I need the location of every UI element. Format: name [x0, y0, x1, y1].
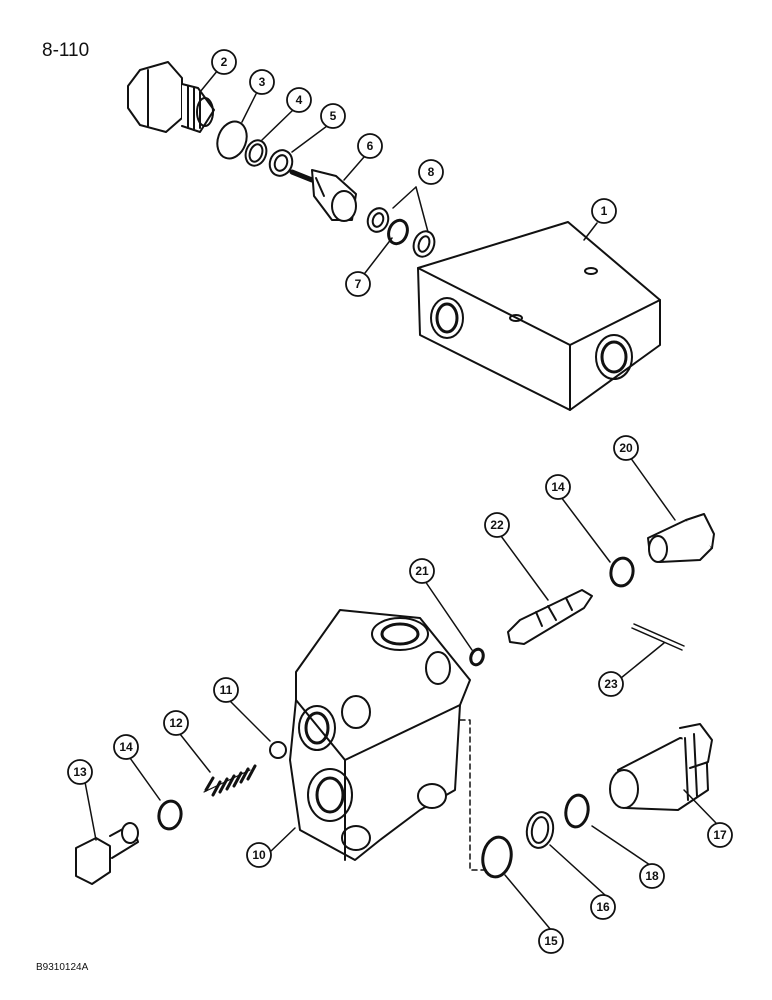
callout-13: 13 [73, 765, 87, 779]
callout-7: 7 [355, 277, 362, 291]
callout-circle-14-left [113, 734, 139, 760]
callout-circle-10 [246, 842, 272, 868]
part-11-ball [269, 741, 287, 759]
callout-circle-2 [211, 49, 237, 75]
part-8-ring-b [412, 230, 436, 258]
callout-circle-11 [213, 677, 239, 703]
callout-circle-13 [67, 759, 93, 785]
callout-circle-3 [249, 69, 275, 95]
callout-10: 10 [252, 848, 266, 862]
callout-circle-22 [484, 512, 510, 538]
callout-circle-12 [163, 710, 189, 736]
part-6-poppet [289, 169, 357, 222]
callout-6: 6 [367, 139, 374, 153]
figure-code: B9310124A [36, 962, 89, 973]
callout-circles [67, 49, 733, 954]
part-1-valve-block [417, 221, 661, 411]
callout-circle-16 [590, 894, 616, 920]
part-15-o-ring [481, 835, 513, 879]
callout-20: 20 [619, 441, 633, 455]
callout-16: 16 [596, 900, 610, 914]
callout-22: 22 [490, 518, 504, 532]
part-4-washer [244, 139, 268, 167]
part-18-o-ring [564, 793, 590, 829]
callout-2: 2 [221, 55, 228, 69]
callout-circle-4 [286, 87, 312, 113]
leader-lines [84, 69, 717, 931]
part-5-backup-ring [268, 149, 294, 177]
part-13-plug [75, 822, 139, 885]
callout-numbers: 2 3 4 5 6 8 7 1 20 14 22 21 23 11 12 14 … [73, 55, 727, 948]
callout-circle-7 [345, 271, 371, 297]
part-16-washer [525, 811, 555, 849]
callout-circle-15 [538, 928, 564, 954]
callout-circle-14-right [545, 474, 571, 500]
callout-17: 17 [713, 828, 727, 842]
part-21-ring [469, 647, 485, 667]
callout-circle-17 [707, 822, 733, 848]
page-number: 8-110 [42, 40, 90, 61]
part-2-valve-plug [127, 61, 215, 133]
callout-1: 1 [601, 204, 608, 218]
callout-12: 12 [169, 716, 183, 730]
callout-circle-21 [409, 558, 435, 584]
callout-23: 23 [604, 677, 618, 691]
callout-21: 21 [415, 564, 429, 578]
callout-14-left: 14 [119, 740, 133, 754]
callout-18: 18 [645, 869, 659, 883]
callout-circle-5 [320, 103, 346, 129]
callout-4: 4 [296, 93, 303, 107]
part-23-pin [631, 623, 685, 651]
callout-circle-23 [598, 671, 624, 697]
callout-8: 8 [428, 165, 435, 179]
part-10-valve-housing [289, 609, 471, 861]
part-8-ring-a [366, 207, 390, 233]
part-3-o-ring [216, 120, 248, 160]
part-20-fitting [647, 513, 715, 563]
part-12-spring [203, 764, 257, 797]
callout-15: 15 [544, 934, 558, 948]
callout-circle-18 [639, 863, 665, 889]
callout-circle-6 [357, 133, 383, 159]
part-22-spool [507, 589, 593, 645]
dashed-leader-15 [459, 719, 489, 871]
callout-11: 11 [220, 683, 233, 697]
callout-5: 5 [330, 109, 337, 123]
part-14-o-ring-right [609, 556, 635, 588]
callout-14-right: 14 [551, 480, 565, 494]
part-7-o-ring [387, 218, 409, 246]
callout-3: 3 [259, 75, 266, 89]
part-17-fitting [609, 723, 713, 811]
callout-circle-8 [418, 159, 444, 185]
callout-circle-1 [591, 198, 617, 224]
callout-circle-20 [613, 435, 639, 461]
part-14-o-ring-left [157, 799, 183, 831]
